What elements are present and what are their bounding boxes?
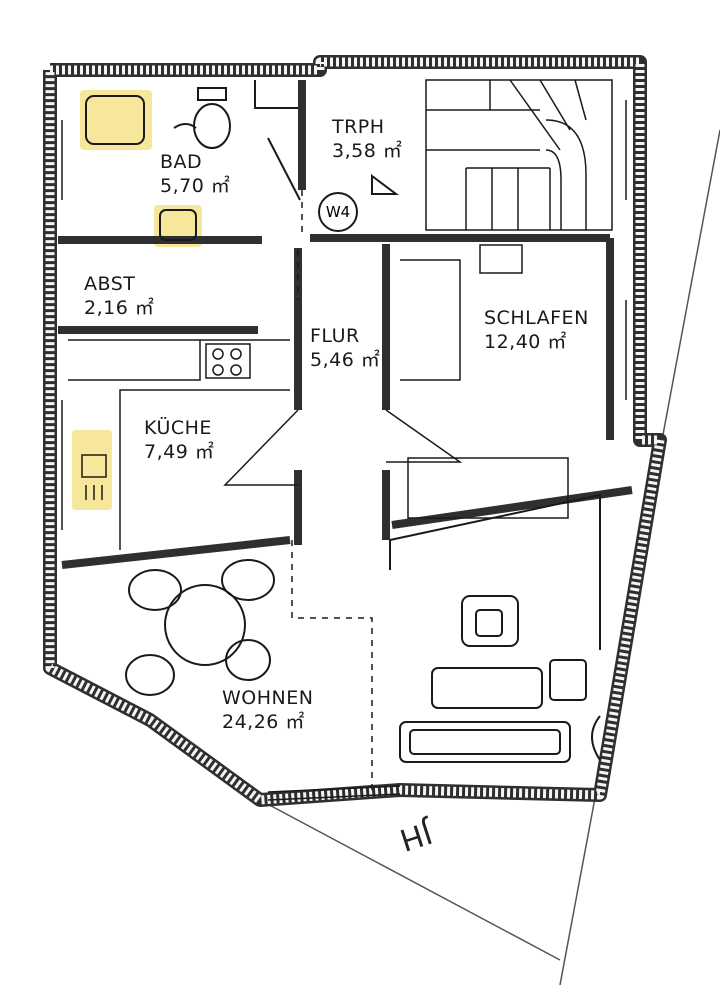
room-label-abst: ABST 2,16 ㎡ (84, 272, 154, 320)
dashed-lines (291, 190, 373, 790)
room-area: 5,46 ㎡ (310, 349, 381, 371)
room-area: 2,16 ㎡ (84, 297, 155, 319)
room-name: BAD (160, 151, 203, 173)
room-name: TRPH (332, 116, 385, 138)
bedroom-furniture (400, 244, 569, 519)
room-area: 3,58 ㎡ (332, 140, 403, 162)
kitchen-counters (68, 339, 290, 550)
wall-marker-w4: W4 (318, 192, 358, 232)
room-name: KÜCHE (144, 417, 212, 439)
room-label-trph: TRPH 3,58 ㎡ (332, 115, 402, 163)
room-area: 7,49 ㎡ (144, 441, 215, 463)
room-label-kueche: KÜCHE 7,49 ㎡ (144, 416, 214, 464)
room-name: FLUR (310, 325, 360, 347)
room-label-flur: FLUR 5,46 ㎡ (310, 324, 380, 372)
bathroom-fixtures (85, 80, 301, 241)
room-label-schlafen: SCHLAFEN 12,40 ㎡ (484, 306, 589, 354)
living-furniture (125, 493, 601, 763)
room-name: WOHNEN (222, 687, 314, 709)
staircase (371, 79, 613, 231)
paper-edge-line (259, 799, 561, 961)
room-area: 24,26 ㎡ (222, 711, 305, 733)
room-label-wohnen: WOHNEN 24,26 ㎡ (222, 686, 313, 734)
room-name: ABST (84, 273, 136, 295)
room-area: 12,40 ㎡ (484, 331, 567, 353)
room-area: 5,70 ㎡ (160, 175, 231, 197)
outer-walls (43, 55, 667, 807)
room-name: SCHLAFEN (484, 307, 589, 329)
room-label-bad: BAD 5,70 ㎡ (160, 150, 230, 198)
windows (61, 100, 627, 801)
hall-outline (223, 409, 463, 486)
wall-marker-label: W4 (325, 203, 351, 221)
